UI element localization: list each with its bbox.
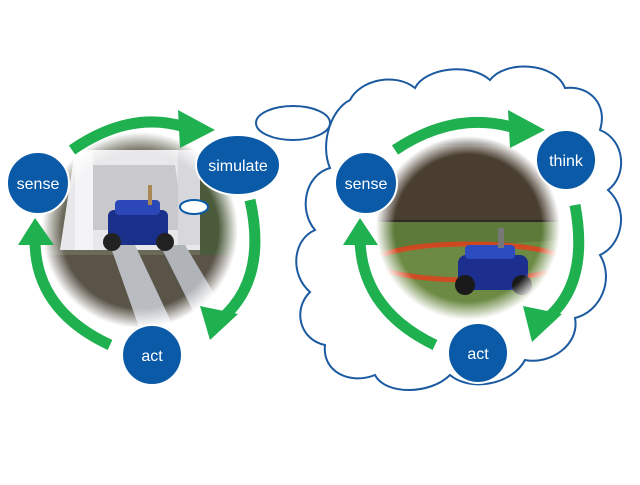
left-cycle-arrowheads: [18, 110, 238, 340]
arrow-think-to-act: [541, 203, 585, 325]
arrow-sense-to-simulate: [68, 116, 187, 155]
arrowhead-think: [508, 110, 545, 148]
arrow-act-to-sense: [354, 239, 438, 350]
arrowhead-simulate: [178, 110, 215, 148]
right-node-think-label: think: [549, 153, 584, 170]
arrow-sense-to-think: [391, 116, 517, 155]
arrowhead-sense: [343, 218, 378, 245]
right-node-act-label: act: [467, 346, 489, 363]
right-cycle-arrows: [354, 116, 585, 350]
left-node-act: act: [121, 324, 183, 386]
arrowhead-act: [523, 306, 562, 342]
arrow-simulate-to-act: [216, 198, 261, 325]
left-node-simulate: simulate: [195, 134, 281, 196]
right-node-sense: sense: [334, 151, 398, 215]
left-node-act-label: act: [141, 348, 163, 365]
left-node-simulate-label: simulate: [208, 158, 268, 175]
arrow-act-to-sense: [29, 239, 113, 350]
right-node-act: act: [447, 322, 509, 384]
left-cycle-arrows: [29, 116, 261, 350]
thought-bubble-ellipse: [255, 105, 331, 141]
simulate-thought-dot: [179, 199, 209, 215]
left-node-sense: sense: [6, 151, 70, 215]
right-cycle-arrowheads: [343, 110, 562, 342]
right-node-think: think: [535, 129, 597, 191]
left-node-sense-label: sense: [17, 176, 60, 193]
robot-in-grass-field-photo: [370, 135, 570, 325]
right-node-sense-label: sense: [345, 176, 388, 193]
arrowhead-act: [200, 306, 238, 340]
arrowhead-sense: [18, 218, 54, 245]
